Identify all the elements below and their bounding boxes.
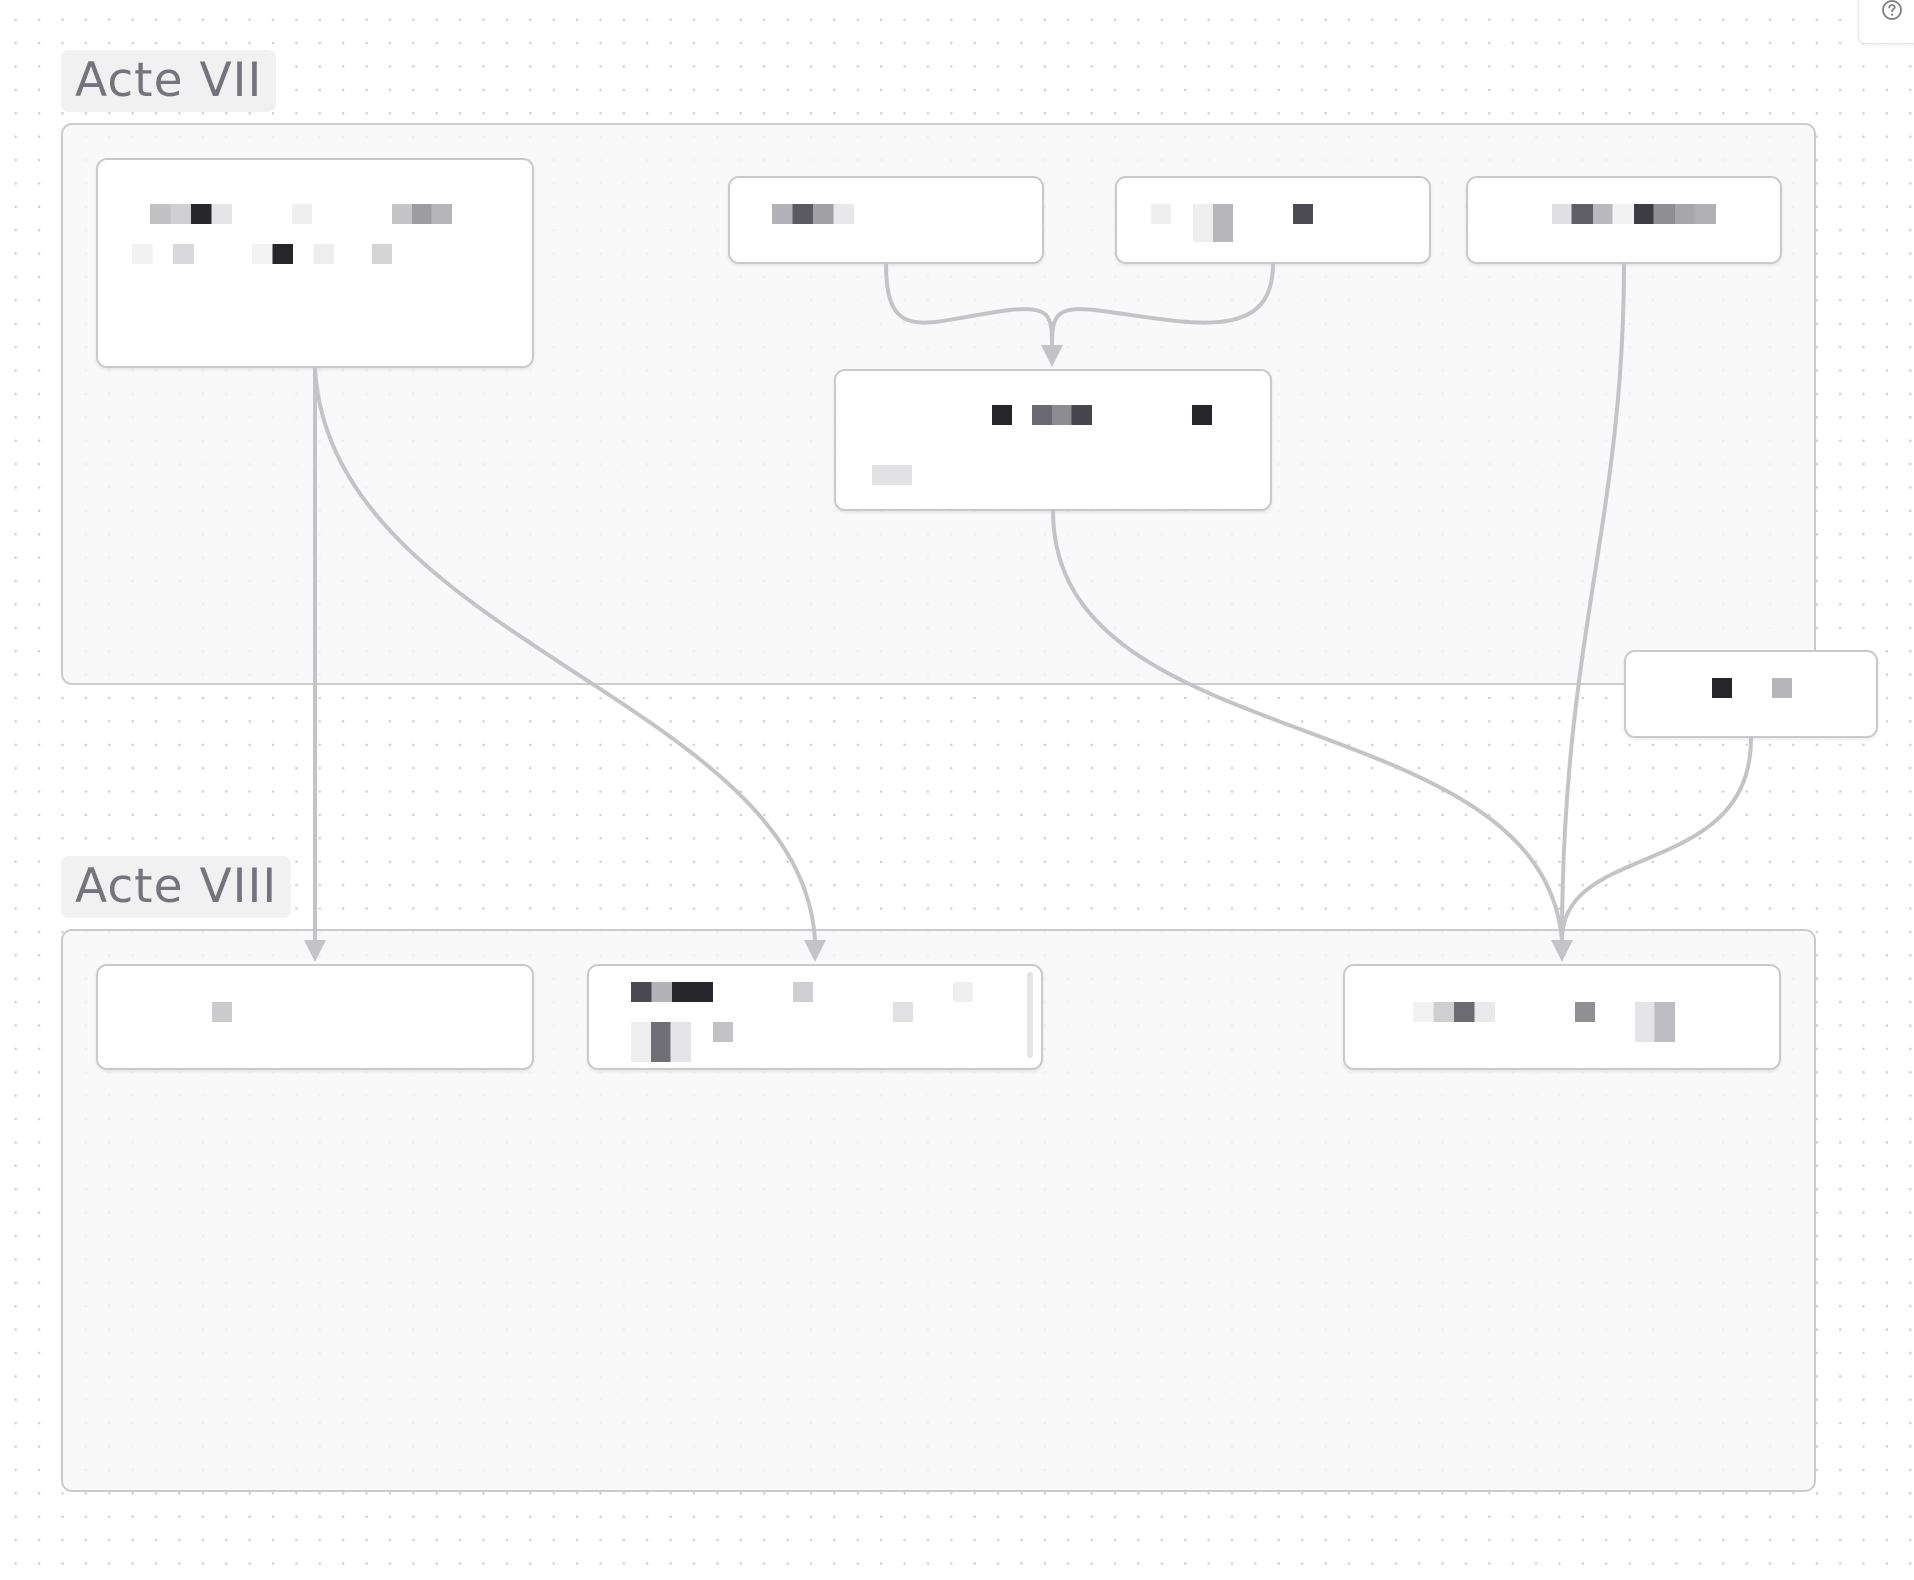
redacted-label <box>372 244 392 264</box>
redacted-label <box>992 405 1012 425</box>
question-circle-icon <box>1882 0 1902 20</box>
redacted-label <box>1192 405 1212 425</box>
redacted-label <box>292 204 312 224</box>
diagram-node[interactable] <box>834 369 1272 511</box>
redacted-label <box>953 982 973 1002</box>
redacted-label <box>1413 1002 1495 1022</box>
redacted-label <box>772 204 854 224</box>
diagram-node[interactable] <box>1343 964 1781 1070</box>
redacted-label <box>1032 405 1092 425</box>
diagram-node[interactable] <box>96 964 534 1070</box>
redacted-label <box>631 1022 691 1062</box>
redacted-label <box>893 1002 913 1022</box>
diagram-node[interactable] <box>587 964 1043 1070</box>
redacted-label <box>150 204 232 224</box>
redacted-label <box>392 204 452 224</box>
diagram-node[interactable] <box>96 158 534 368</box>
redacted-label <box>713 1022 733 1042</box>
redacted-label <box>1293 204 1313 224</box>
redacted-label <box>872 445 912 485</box>
redacted-label <box>252 244 334 264</box>
redacted-label <box>1193 204 1233 242</box>
group-title-acte-viii: Acte VIII <box>61 856 292 918</box>
edge-n6-to-n9 <box>1560 736 1753 942</box>
help-button[interactable] <box>1858 0 1914 44</box>
diagram-node[interactable] <box>728 176 1044 264</box>
group-title-acte-vii: Acte VII <box>61 50 277 112</box>
redacted-label <box>1615 1002 1675 1042</box>
redacted-label <box>212 1002 232 1022</box>
redacted-label <box>132 244 194 264</box>
redacted-label <box>1151 204 1171 224</box>
diagram-node[interactable] <box>1466 176 1782 264</box>
diagram-node[interactable] <box>1115 176 1431 264</box>
redacted-label <box>1772 678 1792 698</box>
redacted-label <box>1712 678 1732 698</box>
scrollbar-thumb[interactable] <box>1027 972 1033 1058</box>
redacted-label <box>1552 204 1716 224</box>
redacted-label <box>1575 1002 1595 1022</box>
diagram-node[interactable] <box>1624 650 1878 738</box>
redacted-label <box>631 982 713 1002</box>
redacted-label <box>793 982 813 1002</box>
